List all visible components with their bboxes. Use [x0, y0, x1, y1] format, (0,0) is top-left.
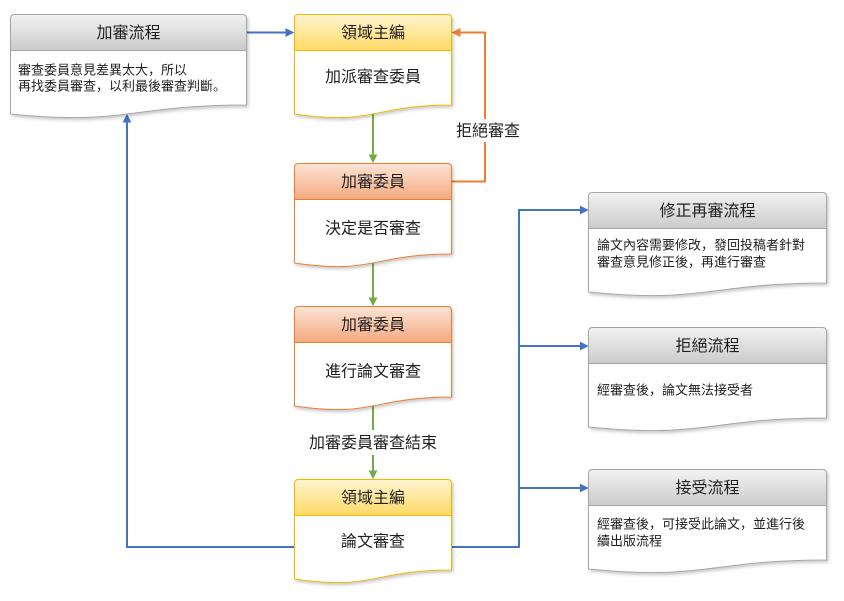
node-description-line: 經審查後，可接受此論文，並進行後 — [597, 517, 805, 533]
node-revise-flow: 修正再審流程 論文內容需要修改，發回投稿者針對 審查意見修正後，再進行審查 — [588, 192, 827, 297]
node-header-shape — [294, 14, 452, 51]
connectors — [122, 28, 589, 548]
node-body-shape — [10, 50, 247, 119]
node-title: 加審委員 — [341, 315, 405, 334]
node-header-shape — [588, 192, 827, 229]
node-title: 領域主編 — [341, 488, 405, 507]
node-description-line: 經審查後，論文無法接受者 — [597, 383, 753, 399]
node-title: 修正再審流程 — [659, 201, 755, 220]
node-body-shape — [294, 199, 452, 268]
node-title: 加審委員 — [341, 172, 405, 191]
node-body-shape — [588, 505, 827, 574]
node-description: 決定是否審查 — [325, 219, 421, 238]
connector-editor-back-to-add-review — [122, 113, 295, 548]
node-header-shape — [588, 469, 827, 506]
node-title: 接受流程 — [675, 478, 739, 497]
node-header-shape — [294, 306, 452, 343]
node-description: 加派審查委員 — [325, 67, 421, 86]
node-header-shape — [10, 14, 247, 51]
node-shape — [10, 14, 247, 119]
node-shape — [294, 163, 452, 268]
node-accept-flow: 接受流程 經審查後，可接受此論文，並進行後 續出版流程 — [588, 469, 827, 574]
node-shape — [588, 192, 827, 297]
connector-editor-to-revise — [451, 205, 589, 548]
node-body-shape — [294, 342, 452, 411]
connector-decline-review-lower — [451, 142, 486, 183]
node-reviewer-decide: 加審委員 決定是否審查 — [294, 163, 452, 268]
node-description-line: 審查意見修正後，再進行審查 — [597, 255, 766, 271]
node-reject-flow: 拒絕流程 經審查後，論文無法接受者 — [588, 327, 827, 432]
connector-decline-review-upper — [451, 28, 486, 119]
node-add-review-flow: 加審流程 審查委員意見差異太大，所以 再找委員審查，以利最後審查判斷。 — [10, 14, 247, 119]
node-title: 領域主編 — [341, 23, 405, 42]
node-title: 拒絕流程 — [675, 336, 739, 355]
node-shape — [588, 327, 827, 432]
node-description-line: 續出版流程 — [597, 535, 662, 550]
node-description-line: 審查委員意見差異太大，所以 — [18, 63, 187, 79]
node-shape — [294, 306, 452, 411]
node-title: 加審流程 — [96, 23, 160, 42]
edge-label-review-finished: 加審委員審查結束 — [309, 433, 437, 452]
node-description: 進行論文審查 — [325, 362, 421, 381]
node-description-line: 再找委員審查，以利最後審查判斷。 — [18, 80, 226, 95]
edge-label-decline-review: 拒絕審查 — [456, 121, 520, 140]
node-header-shape — [294, 163, 452, 200]
node-body-shape — [588, 363, 827, 432]
node-shape — [588, 469, 827, 574]
node-description-line: 論文內容需要修改，發回投稿者針對 — [597, 238, 805, 254]
node-shape — [294, 479, 452, 584]
node-body-shape — [588, 228, 827, 297]
node-header-shape — [588, 327, 827, 364]
node-reviewer-review: 加審委員 進行論文審查 — [294, 306, 452, 411]
node-editor-assign: 領域主編 加派審查委員 — [294, 14, 452, 119]
node-shape — [294, 14, 452, 119]
node-body-shape — [294, 515, 452, 584]
node-description: 論文審查 — [341, 532, 405, 551]
node-editor-review: 領域主編 論文審查 — [294, 479, 452, 584]
node-body-shape — [294, 50, 452, 119]
node-header-shape — [294, 479, 452, 516]
